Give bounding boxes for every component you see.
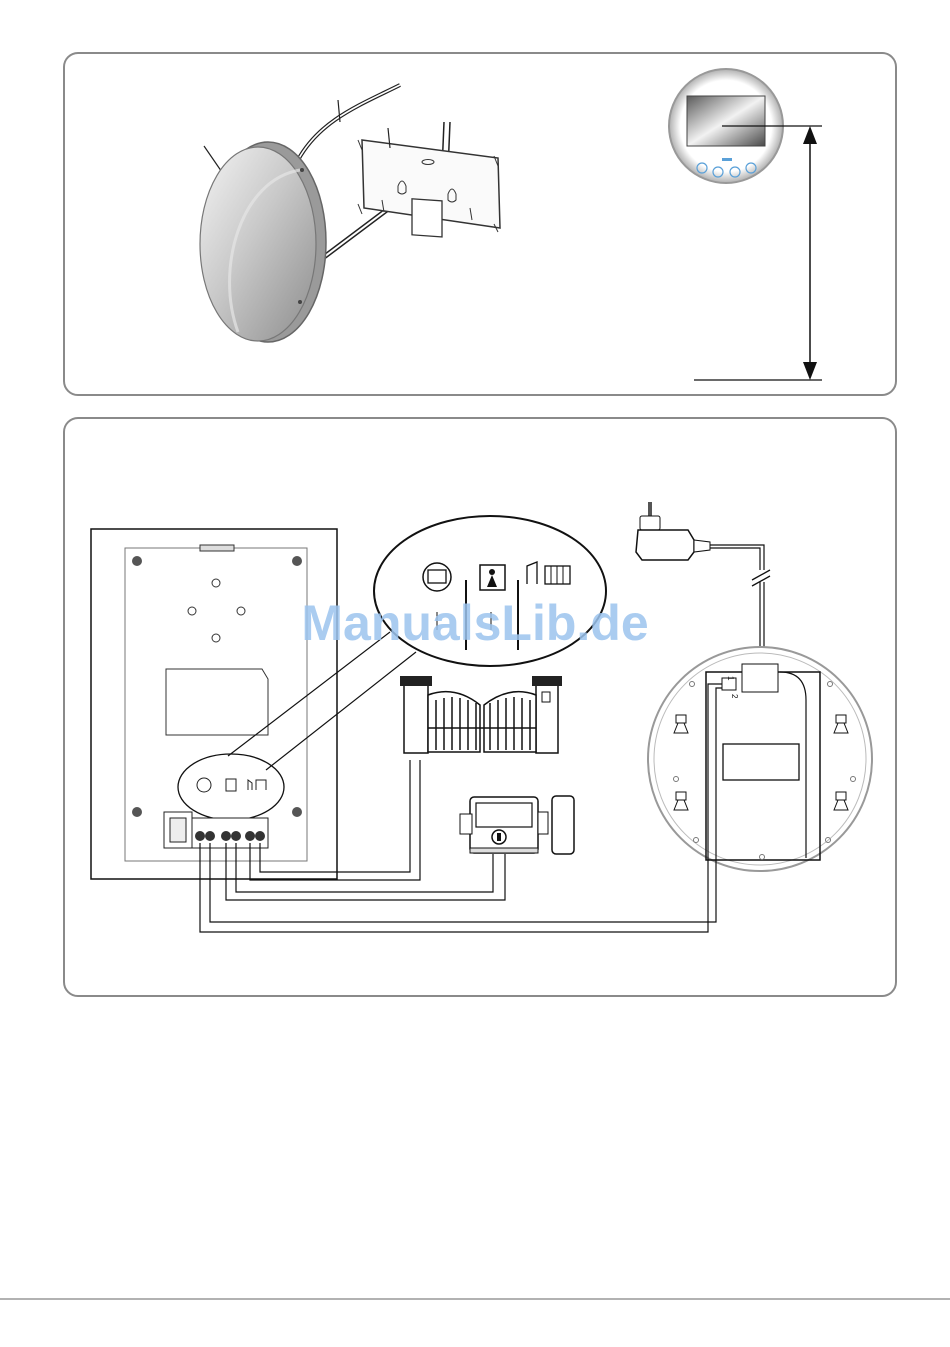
arrow-down <box>803 362 817 380</box>
arrow-up <box>803 126 817 144</box>
monitor-side-view <box>200 142 326 342</box>
lock-icon <box>460 796 574 854</box>
monitor-rear-view: 1 2 <box>648 647 872 871</box>
panel-mounting <box>64 53 896 395</box>
camera-unit-rear <box>91 529 337 879</box>
power-adapter-icon <box>636 502 770 664</box>
gate-illustration <box>400 676 562 753</box>
watermark: ManualsLib.de <box>301 595 648 651</box>
pin-label-1: 1 <box>726 676 735 681</box>
terminal-legend-small <box>178 754 284 820</box>
pin-label-2: 2 <box>730 694 739 699</box>
mounting-bracket <box>358 140 500 237</box>
monitor-screen <box>687 96 765 146</box>
panel-wiring: ManualsLib.de <box>64 418 896 996</box>
